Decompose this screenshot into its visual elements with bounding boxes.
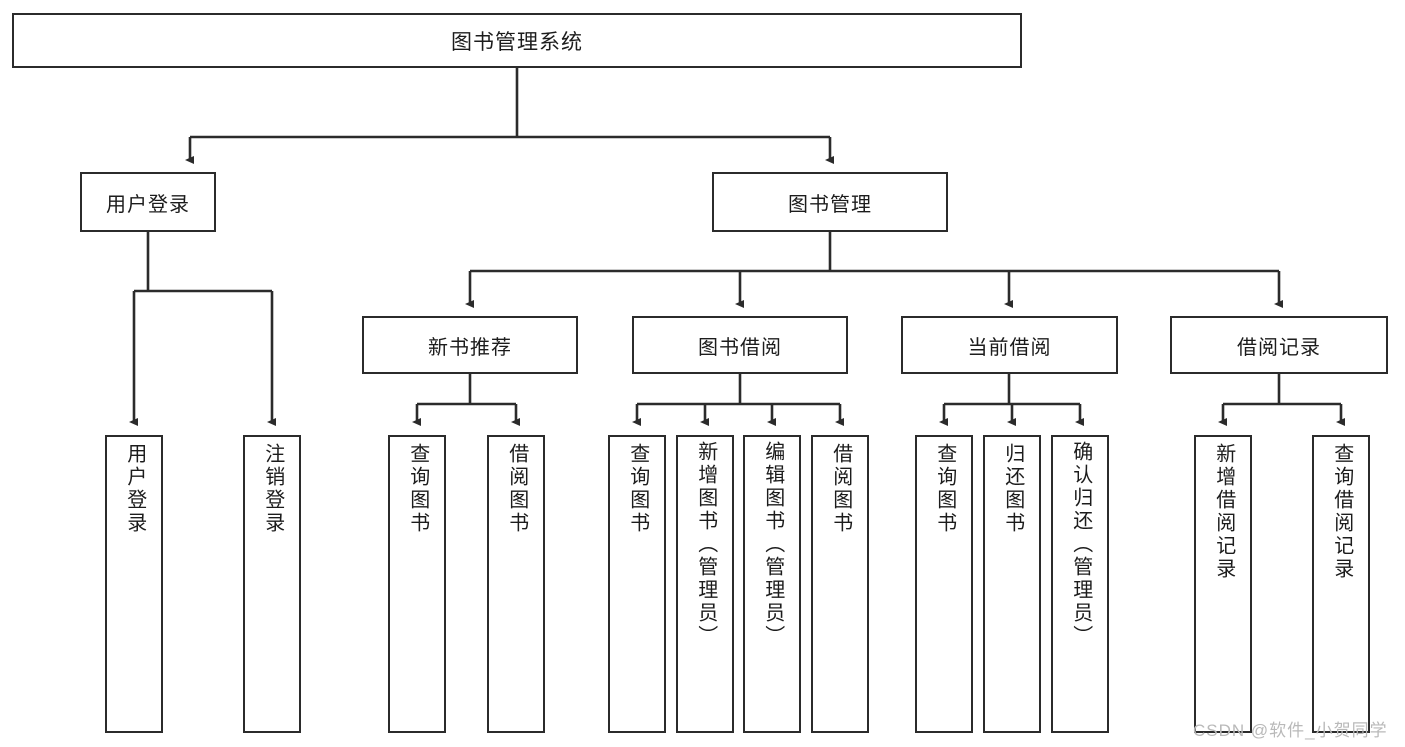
edges-userlogin-to-leaves xyxy=(129,232,276,426)
edges-bookmanage-to-level3 xyxy=(465,232,1283,308)
leaf-query-record-label: 查询借阅记录 xyxy=(1330,443,1353,581)
leaf-query-book-3[interactable]: 查询图书 xyxy=(915,435,973,733)
node-current-borrow[interactable]: 当前借阅 xyxy=(901,316,1118,374)
leaf-edit-book-label: 编辑图书（管理员） xyxy=(761,441,784,648)
leaf-logout-login-label: 注销登录 xyxy=(261,443,284,535)
node-root-book-management-system[interactable]: 图书管理系统 xyxy=(12,13,1022,68)
node-new-book-rec[interactable]: 新书推荐 xyxy=(362,316,578,374)
node-root-label: 图书管理系统 xyxy=(451,30,583,54)
node-book-manage[interactable]: 图书管理 xyxy=(712,172,948,232)
node-current-borrow-label: 当前借阅 xyxy=(967,336,1052,359)
leaf-return-book-label: 归还图书 xyxy=(1001,443,1024,535)
node-user-login-label: 用户登录 xyxy=(106,193,190,216)
leaf-borrow-book-2-label: 借阅图书 xyxy=(829,443,852,535)
leaf-add-record-label: 新增借阅记录 xyxy=(1212,443,1235,581)
edges-currentborrow-to-leaves xyxy=(939,374,1084,426)
node-book-borrow-label: 图书借阅 xyxy=(698,336,782,359)
node-user-login[interactable]: 用户登录 xyxy=(80,172,216,232)
leaf-query-book-1-label: 查询图书 xyxy=(406,443,429,535)
node-new-book-rec-label: 新书推荐 xyxy=(428,336,512,359)
csdn-watermark: CSDN @软件_小贺同学 xyxy=(1193,721,1388,740)
leaf-borrow-book-1[interactable]: 借阅图书 xyxy=(487,435,545,733)
leaf-query-record[interactable]: 查询借阅记录 xyxy=(1312,435,1370,733)
node-book-borrow[interactable]: 图书借阅 xyxy=(632,316,848,374)
leaf-confirm-return[interactable]: 确认归还（管理员） xyxy=(1051,435,1109,733)
leaf-user-login-label: 用户登录 xyxy=(123,443,146,535)
edges-borrowrecord-to-leaves xyxy=(1218,374,1345,426)
leaf-query-book-2[interactable]: 查询图书 xyxy=(608,435,666,733)
leaf-add-book-label: 新增图书（管理员） xyxy=(694,441,717,648)
leaf-add-record[interactable]: 新增借阅记录 xyxy=(1194,435,1252,733)
edges-bookborrow-to-leaves xyxy=(632,374,844,426)
edges-root-to-level2 xyxy=(185,68,834,164)
leaf-logout-login[interactable]: 注销登录 xyxy=(243,435,301,733)
leaf-borrow-book-2[interactable]: 借阅图书 xyxy=(811,435,869,733)
leaf-edit-book[interactable]: 编辑图书（管理员） xyxy=(743,435,801,733)
edges-newbookrec-to-leaves xyxy=(412,374,520,426)
node-borrow-record[interactable]: 借阅记录 xyxy=(1170,316,1388,374)
leaf-query-book-1[interactable]: 查询图书 xyxy=(388,435,446,733)
leaf-return-book[interactable]: 归还图书 xyxy=(983,435,1041,733)
leaf-query-book-2-label: 查询图书 xyxy=(626,443,649,535)
node-borrow-record-label: 借阅记录 xyxy=(1237,336,1321,359)
leaf-confirm-return-label: 确认归还（管理员） xyxy=(1069,441,1092,648)
node-book-manage-label: 图书管理 xyxy=(788,193,872,216)
leaf-add-book[interactable]: 新增图书（管理员） xyxy=(676,435,734,733)
leaf-query-book-3-label: 查询图书 xyxy=(933,443,956,535)
leaf-user-login[interactable]: 用户登录 xyxy=(105,435,163,733)
leaf-borrow-book-1-label: 借阅图书 xyxy=(505,443,528,535)
